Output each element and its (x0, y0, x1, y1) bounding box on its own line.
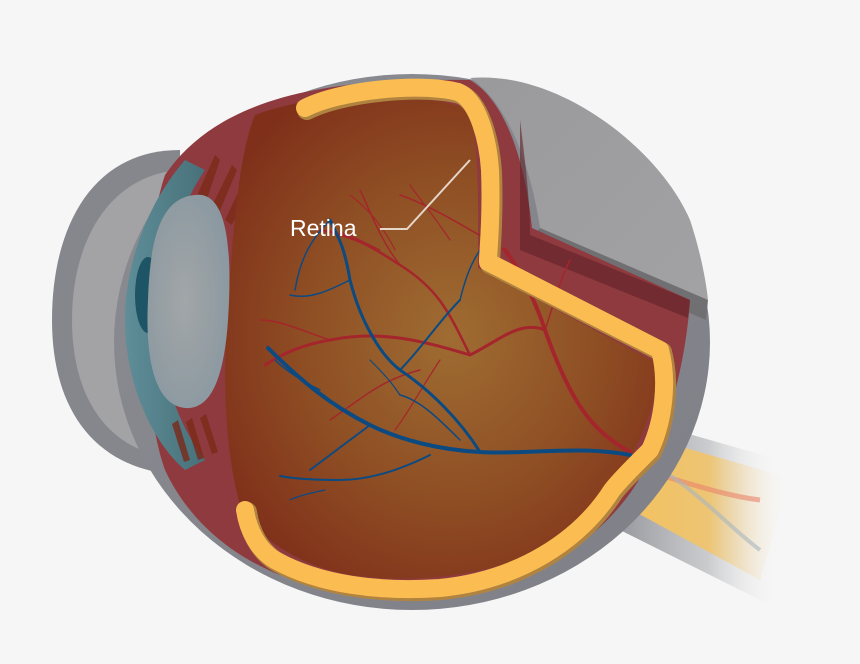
retina-label: Retina (290, 159, 471, 241)
retina-label-text: Retina (290, 215, 357, 241)
retina (236, 78, 677, 602)
vitreous-body (225, 95, 660, 579)
lens (147, 194, 230, 409)
retina-leader-line (380, 159, 471, 230)
veins (266, 218, 632, 501)
